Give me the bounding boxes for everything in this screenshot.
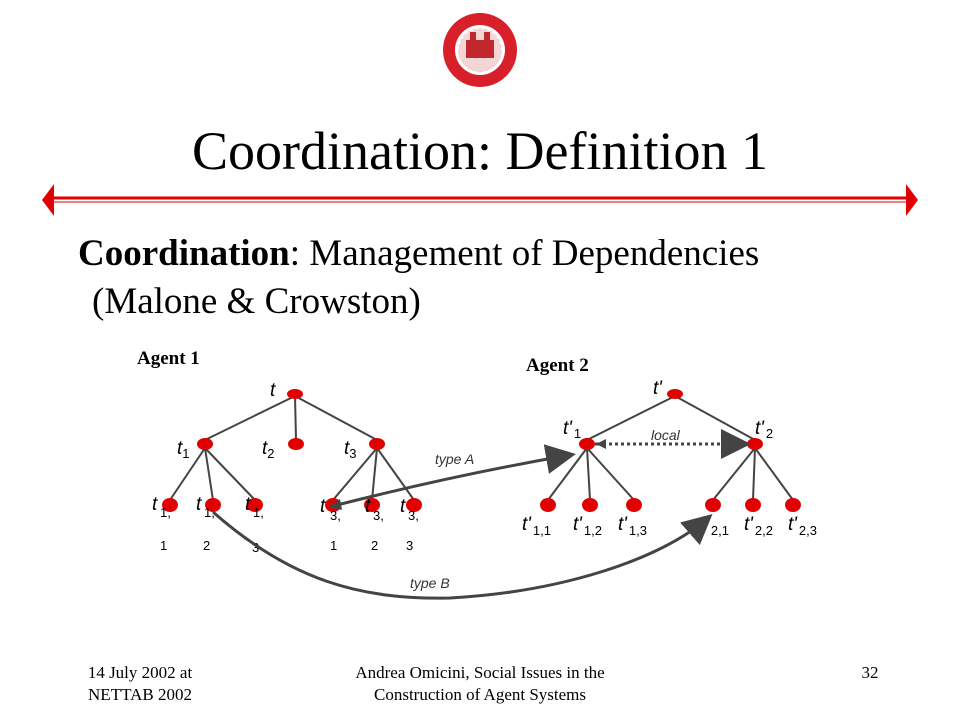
- footer-date-line2: NETTAB 2002: [88, 685, 192, 704]
- label-t1: t1: [177, 438, 190, 461]
- svg-text:t'1,2: t'1,2: [573, 514, 602, 538]
- type-b-label: type B: [410, 575, 450, 591]
- agent1-label: Agent 1: [137, 348, 200, 369]
- node-t1-1: [162, 498, 178, 512]
- footer-author-line2: Construction of Agent Systems: [373, 685, 587, 704]
- svg-text:3: 3: [406, 538, 413, 553]
- label-tp2: t'2: [755, 418, 773, 441]
- bullet-term: Coordination: [78, 233, 290, 274]
- node-t1: [197, 438, 213, 450]
- svg-text:1,: 1,: [160, 505, 171, 520]
- type-b-arrow: [212, 510, 713, 600]
- node-tp2: [747, 438, 763, 450]
- svg-text:t: t: [152, 494, 158, 515]
- label-t: t: [270, 380, 276, 401]
- bullet-citation: (Malone & Crowston): [92, 281, 421, 322]
- node-tp1-2: [582, 498, 598, 512]
- node-t1-3: [247, 498, 263, 512]
- label-tp: t': [653, 378, 663, 399]
- svg-text:t: t: [320, 496, 326, 517]
- node-tp1: [579, 438, 595, 450]
- label-tp1: t'1: [563, 418, 581, 441]
- node-t3-2: [364, 498, 380, 512]
- svg-text:1,: 1,: [204, 505, 215, 520]
- svg-text:1: 1: [160, 538, 167, 553]
- svg-text:t'2,1: t'2,1: [700, 514, 729, 538]
- footer-date-line1: 14 July 2002 at: [87, 663, 193, 682]
- svg-text:1: 1: [330, 538, 337, 553]
- slide-title: Coordination: Definition 1: [192, 121, 768, 181]
- node-t3-3: [406, 498, 422, 512]
- label-t3: t3: [344, 438, 357, 461]
- svg-text:t'2,2: t'2,2: [744, 514, 773, 538]
- type-a-label: type A: [435, 451, 474, 467]
- node-tp1-3: [626, 498, 642, 512]
- node-t3: [369, 438, 385, 450]
- agent1-tree-edges: [169, 395, 415, 501]
- footer-date: 14 July 2002 at NETTAB 2002: [55, 662, 225, 706]
- footer-author-line1: Andrea Omicini, Social Issues in the: [355, 663, 605, 682]
- svg-text:3: 3: [252, 540, 259, 555]
- node-tp: [667, 389, 683, 399]
- node-tp1-1: [540, 498, 556, 512]
- local-arrowhead-left: [596, 439, 606, 449]
- svg-text:3,: 3,: [373, 508, 384, 523]
- node-tp2-3: [785, 498, 801, 512]
- node-tp2-2: [745, 498, 761, 512]
- footer-author: Andrea Omicini, Social Issues in the Con…: [300, 662, 660, 706]
- svg-text:2: 2: [371, 538, 378, 553]
- page-number: 32: [861, 663, 879, 682]
- svg-text:1,: 1,: [253, 505, 264, 520]
- svg-text:t: t: [245, 494, 251, 515]
- local-label: local: [651, 427, 681, 443]
- label-t2: t2: [262, 438, 275, 461]
- node-t1-2: [205, 498, 221, 512]
- agent2-label: Agent 2: [526, 355, 589, 376]
- node-t: [287, 389, 303, 399]
- svg-text:2: 2: [203, 538, 210, 553]
- node-t2: [288, 438, 304, 450]
- type-a-arrow: [336, 444, 576, 507]
- definition-bullet: Coordination: Management of Dependencies…: [78, 230, 898, 326]
- agent2-tree-edges: [547, 395, 794, 501]
- agent2-leaf-labels: t'1,1 t'1,2 t'1,3 t'2,1 t'2,2 t'2,3: [522, 514, 817, 538]
- title-rule: [42, 184, 918, 216]
- type-a-arrowhead-left: [328, 499, 342, 510]
- bullet-text: : Management of Dependencies: [289, 233, 760, 274]
- dependency-diagram: Agent 1 Agent 2 t t1 t: [137, 348, 817, 600]
- svg-text:3,: 3,: [408, 508, 419, 523]
- svg-text:t: t: [196, 494, 202, 515]
- svg-text:t: t: [400, 496, 406, 517]
- node-tp2-1: [705, 498, 721, 512]
- svg-text:t'1,1: t'1,1: [522, 514, 551, 538]
- svg-text:3,: 3,: [330, 508, 341, 523]
- svg-text:t: t: [365, 496, 371, 517]
- svg-text:t'1,3: t'1,3: [618, 514, 647, 538]
- svg-text:t'2,3: t'2,3: [788, 514, 817, 538]
- university-seal-logo: [443, 13, 517, 87]
